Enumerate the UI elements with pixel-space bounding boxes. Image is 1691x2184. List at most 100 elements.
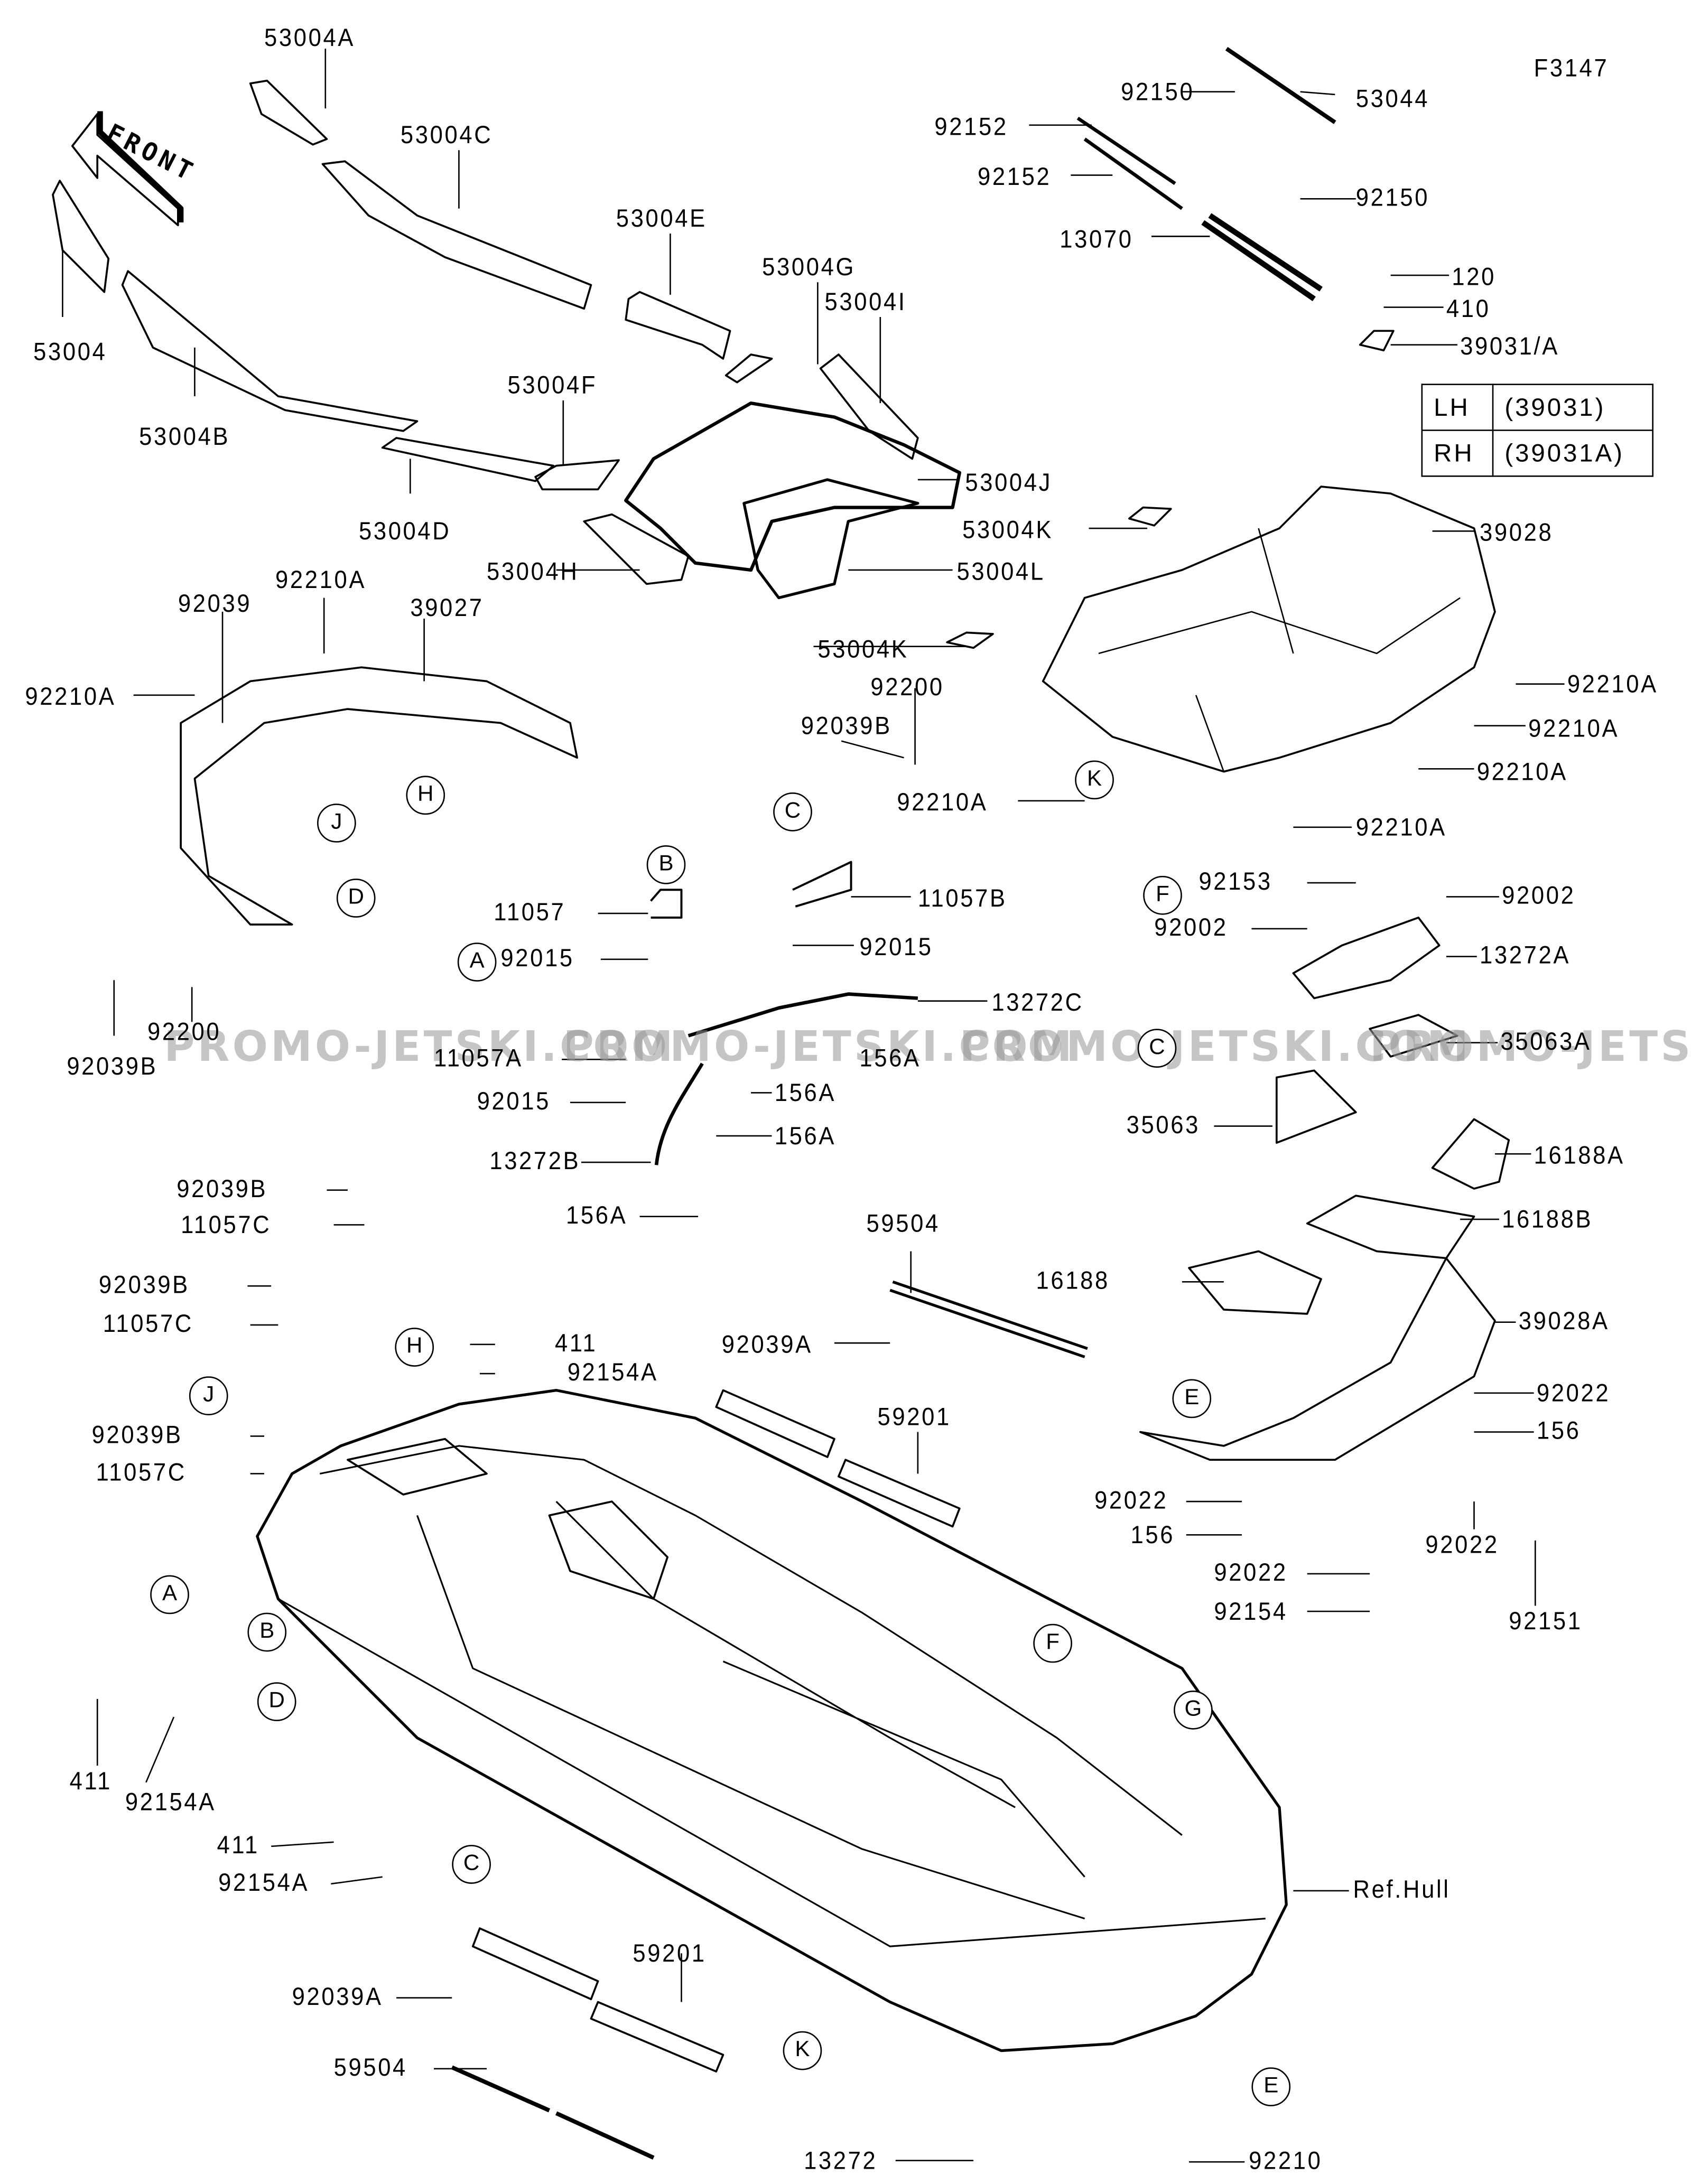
reference-callout: D [336, 879, 376, 918]
seat-39028 [1042, 486, 1496, 773]
part-number-label: 120 [1452, 263, 1497, 291]
front-cover-39027 [180, 666, 578, 926]
part-number-label: 92015 [859, 932, 933, 961]
reference-callout: B [247, 1612, 287, 1652]
cover-16188b [1306, 1194, 1475, 1259]
part-number-label: Ref.Hull [1353, 1875, 1451, 1903]
part-number-label: 35063A [1500, 1027, 1592, 1056]
rail-59201-bottom [471, 1927, 599, 2001]
watermark: PROMO-JETSKI.COM [959, 1023, 1471, 1072]
part-number-label: 92200 [147, 1018, 221, 1046]
reference-callout: J [317, 804, 356, 843]
part-number-label: 92039B [67, 1052, 158, 1080]
part-cell: (39031) [1492, 384, 1653, 431]
rail-59201-bottom-b [590, 2001, 724, 2073]
part-number-label: 92210A [25, 683, 116, 711]
part-number-label: 411 [217, 1831, 259, 1859]
part-number-label: 39028A [1518, 1306, 1610, 1335]
diagram-id: F3147 [1534, 54, 1609, 82]
mat-13070 [1201, 213, 1323, 302]
hull-storage-hatch [548, 1500, 669, 1600]
part-number-label: 92002 [1502, 881, 1576, 910]
table-row: LH (39031) [1421, 384, 1653, 431]
decal-53004i [819, 353, 919, 460]
table-row: RH (39031A) [1421, 430, 1653, 477]
reference-callout: D [257, 1682, 296, 1721]
part-number-label: 92210A [1528, 714, 1620, 743]
part-number-label: 39031/A [1460, 332, 1559, 360]
part-number-label: 13272C [991, 988, 1084, 1016]
decal-53004k [1128, 506, 1172, 527]
hull-deck-lines [277, 1445, 1266, 1947]
part-number-label: 411 [555, 1329, 598, 1357]
part-number-label: 92002 [1154, 913, 1228, 941]
part-number-label: 53004B [139, 423, 230, 451]
reference-callout: B [646, 845, 686, 884]
bracket-35063 [1275, 1069, 1357, 1144]
part-number-label: 92152 [934, 113, 1008, 141]
hull-outline [256, 1388, 1288, 2052]
reference-callout: H [406, 776, 445, 815]
reference-callout: H [395, 1328, 434, 1367]
reference-callout: C [773, 792, 812, 832]
part-number-label: 156 [1130, 1520, 1175, 1549]
reference-callout: E [1172, 1379, 1212, 1418]
part-number-label: 39028 [1480, 518, 1554, 547]
part-number-label: 13070 [1060, 225, 1133, 253]
part-number-label: 92210A [1476, 758, 1568, 786]
part-number-label: 59201 [633, 1939, 707, 1967]
part-number-label: 411 [69, 1767, 112, 1795]
part-number-label: 59504 [333, 2053, 407, 2082]
seat-mat-53004j [624, 402, 961, 572]
watermark: PROMO-JETSKI.COM [563, 1023, 1075, 1072]
part-number-label: 92039B [176, 1174, 268, 1203]
leader-line [331, 1876, 383, 1885]
reference-callout: G [1174, 1691, 1213, 1730]
decal-53004d [381, 437, 555, 482]
part-number-label: 16188 [1036, 1266, 1110, 1295]
part-number-label: 92154 [1214, 1597, 1288, 1626]
leader-line [841, 740, 904, 759]
bracket-13272c [687, 992, 918, 1038]
decal-53004h [583, 513, 690, 585]
reference-callout: A [150, 1575, 189, 1614]
part-number-label: 16188B [1502, 1205, 1593, 1234]
part-number-label: 13272 [804, 2146, 878, 2174]
bracket-35063a [1369, 1014, 1458, 1058]
part-number-label: 53004C [400, 120, 493, 149]
decal-53004a [249, 79, 328, 146]
part-number-label: 92210A [1355, 813, 1447, 842]
part-number-label: 53004K [962, 516, 1054, 544]
part-number-label: 92150 [1121, 78, 1195, 106]
part-number-label: 53004D [358, 517, 451, 545]
bracket-39031 [1359, 330, 1395, 352]
part-number-label: 92210A [275, 566, 367, 594]
part-number-label: 35063 [1126, 1110, 1200, 1139]
leader-line [271, 1841, 334, 1847]
side-cell: RH [1421, 430, 1494, 477]
part-number-label: 156A [566, 1201, 628, 1229]
part-number-label: 92151 [1509, 1607, 1583, 1635]
part-number-label: 92210A [897, 788, 988, 816]
decal-53004b [121, 270, 419, 432]
decal-53004 [52, 180, 110, 293]
part-number-label: 92152 [978, 162, 1052, 191]
part-number-label: 53004L [956, 557, 1045, 585]
part-number-label: 92015 [477, 1087, 551, 1115]
part-number-label: 53044 [1355, 85, 1430, 113]
part-number-label: 92015 [500, 944, 574, 972]
part-number-label: 92022 [1536, 1379, 1611, 1407]
reference-callout: K [783, 2031, 822, 2070]
part-number-label: 92039B [801, 712, 892, 740]
part-number-label: 92154A [567, 1358, 658, 1386]
cover-16188a [1431, 1118, 1510, 1190]
part-number-label: 53004F [507, 371, 598, 399]
part-number-label: 92150 [1355, 183, 1430, 212]
part-number-label: 92039B [91, 1421, 183, 1449]
part-number-label: 92200 [870, 673, 944, 701]
part-number-label: 92039 [178, 589, 252, 618]
part-number-label: 11057B [917, 884, 1007, 912]
strip-53044 [1225, 46, 1336, 124]
